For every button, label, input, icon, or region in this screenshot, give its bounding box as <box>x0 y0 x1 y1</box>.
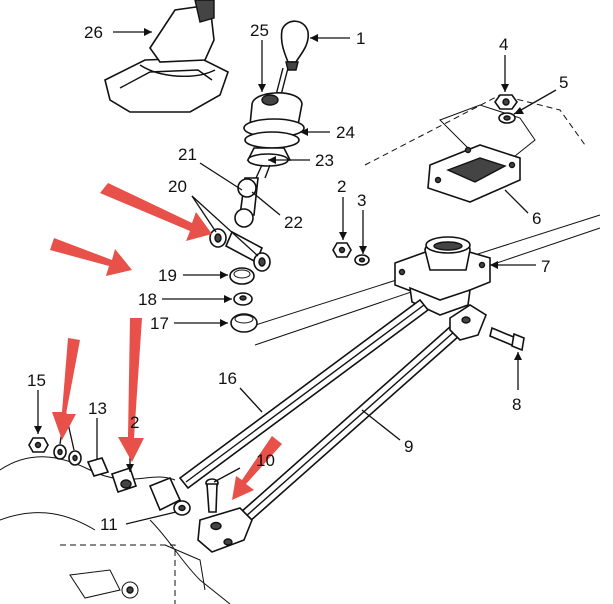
callout-18: 18 <box>138 290 157 309</box>
lower-linkage-bracket <box>197 507 253 553</box>
red-arrow-washers-14 <box>52 338 80 440</box>
bushing-12 <box>110 466 138 494</box>
washer-3 <box>354 254 370 266</box>
red-arrow-bushings-20 <box>100 183 212 241</box>
callout-17: 17 <box>150 314 169 333</box>
callout-15: 15 <box>27 371 46 390</box>
callout-3: 3 <box>357 191 366 210</box>
bushing-17 <box>230 313 258 333</box>
callout-19: 19 <box>158 266 177 285</box>
callout-22: 22 <box>284 213 303 232</box>
callout-2-lower: 2 <box>130 413 139 432</box>
callout-7: 7 <box>541 257 550 276</box>
nut-4 <box>494 94 518 110</box>
callout-24: 24 <box>336 123 355 142</box>
nut-15 <box>28 437 49 453</box>
shifter-housing <box>394 236 491 316</box>
shift-boot <box>104 0 229 113</box>
callout-20: 20 <box>168 177 187 196</box>
cover-plate <box>427 144 521 203</box>
bushing-18 <box>233 292 253 306</box>
callout-2-upper: 2 <box>337 177 346 196</box>
callout-5: 5 <box>559 73 568 92</box>
callout-21: 21 <box>178 145 197 164</box>
callout-8: 8 <box>512 395 521 414</box>
shift-rod-16 <box>178 298 430 490</box>
callout-labels: 1 2 2 3 4 5 6 7 8 9 10 11 13 15 16 17 18… <box>27 21 568 534</box>
rod-end-bushing <box>148 476 191 516</box>
callout-1: 1 <box>356 29 365 48</box>
callout-10: 10 <box>256 451 275 470</box>
bushing-19 <box>229 267 255 285</box>
lever-shaft <box>224 177 264 264</box>
callout-4: 4 <box>499 35 508 54</box>
callout-6: 6 <box>532 209 541 228</box>
sleeve-13 <box>86 457 110 477</box>
shift-knob <box>280 20 310 71</box>
washer-14a <box>53 444 67 460</box>
transmission-outline <box>69 544 206 599</box>
callout-leaders <box>34 28 557 525</box>
callout-25: 25 <box>250 21 269 40</box>
callout-23: 23 <box>315 151 334 170</box>
washer-5 <box>498 112 516 124</box>
nut-2-upper <box>332 242 352 258</box>
callout-9: 9 <box>404 437 413 456</box>
red-arrow-pin-10 <box>232 436 282 500</box>
callout-11: 11 <box>100 515 118 534</box>
rod-clevis <box>449 304 487 341</box>
red-arrow-bushing-12 <box>118 318 144 462</box>
red-arrow-bushing-19 <box>50 238 132 276</box>
highlight-arrows <box>50 183 282 500</box>
callout-16: 16 <box>218 369 237 388</box>
pin-10 <box>205 478 219 513</box>
lever-end-bushings <box>209 228 271 272</box>
bolt-8 <box>489 326 525 352</box>
callout-13: 13 <box>88 399 107 418</box>
washer-14b <box>68 450 82 466</box>
callout-26: 26 <box>84 23 103 42</box>
